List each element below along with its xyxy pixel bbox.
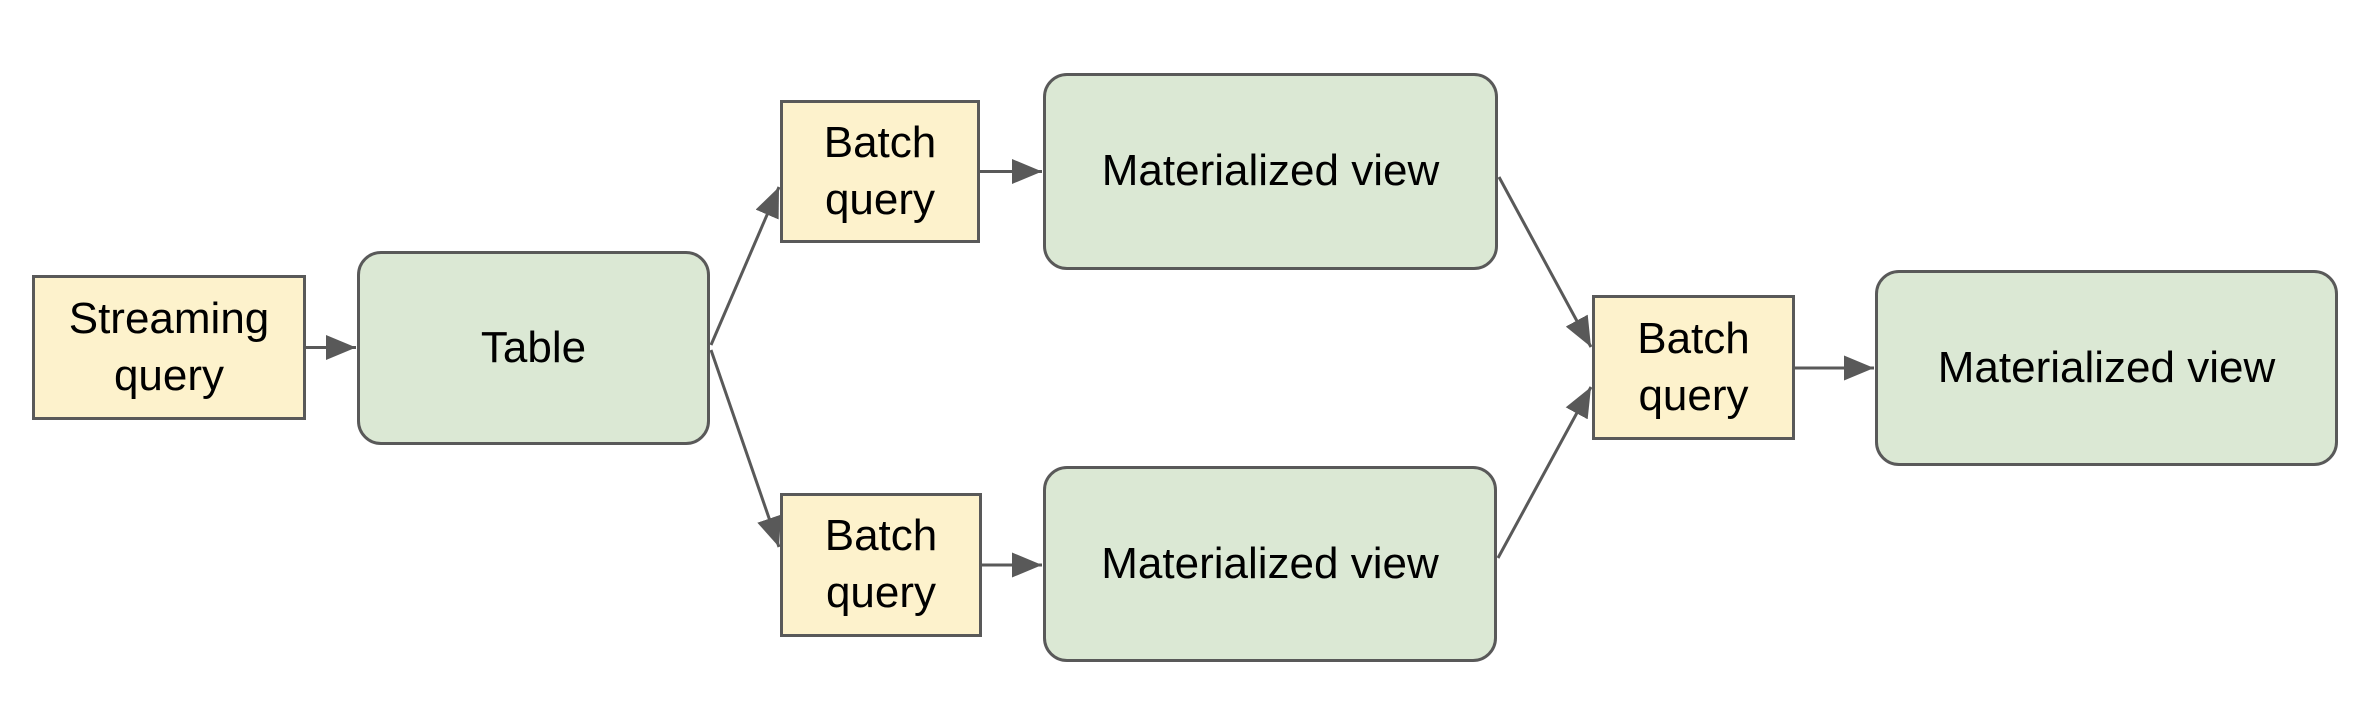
node-batch-query-bottom-label: Batch query — [824, 511, 938, 617]
node-materialized-view-top-label: Materialized view — [1101, 146, 1440, 196]
node-streaming-query: Streaming query — [32, 275, 306, 420]
node-batch-query-right-label: Batch query — [1637, 313, 1750, 420]
node-batch-query-right: Batch query — [1592, 295, 1795, 440]
node-materialized-view-bottom-label: Materialized view — [1101, 538, 1439, 588]
edge-mv-top-to-batch-query-right — [1497, 176, 1593, 348]
node-batch-query-bottom: Batch query — [780, 493, 982, 637]
node-table-label: Table — [480, 322, 587, 372]
node-batch-query-top: Batch query — [780, 100, 980, 243]
node-batch-query-top-label: Batch query — [823, 117, 937, 224]
node-streaming-query-label: Streaming query — [68, 293, 270, 400]
node-table: Table — [357, 251, 710, 445]
edge-table-to-batch-query-bottom — [709, 349, 782, 548]
node-materialized-view-bottom: Materialized view — [1043, 466, 1497, 662]
node-materialized-view-right: Materialized view — [1875, 270, 2338, 466]
node-materialized-view-top: Materialized view — [1043, 73, 1498, 270]
node-materialized-view-right-label: Materialized view — [1937, 342, 2276, 392]
edge-mv-bottom-to-batch-query-right — [1496, 386, 1593, 559]
edge-table-to-batch-query-top — [709, 186, 781, 346]
